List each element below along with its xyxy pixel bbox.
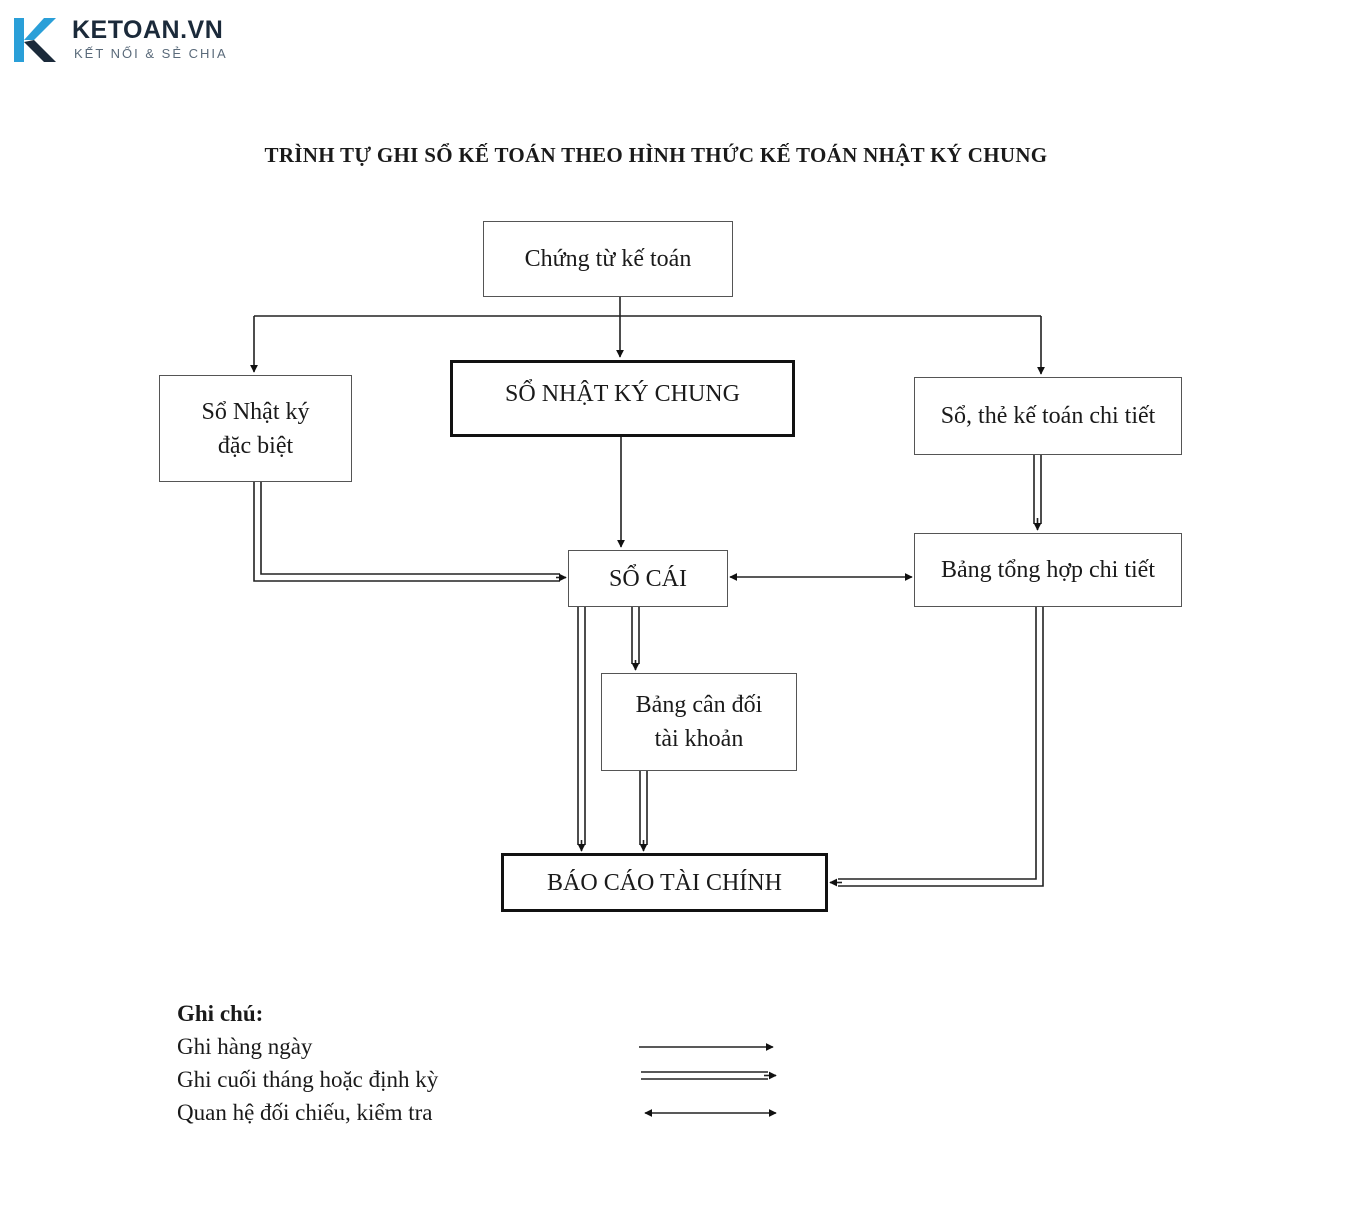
node-nkc-label: SỔ NHẬT KÝ CHUNG [505,381,740,407]
double-arrow-nkdb-to-so-cai-b [260,482,560,575]
node-so-the-chi-tiet: Sổ, thẻ kế toán chi tiết [914,377,1182,455]
node-tong-hop-label: Bảng tổng hợp chi tiết [941,557,1155,583]
node-nkdb-label-line2: đặc biệt [217,432,294,459]
node-so-cai: SỔ CÁI [568,550,728,607]
legend-heading: Ghi chú: [177,1001,264,1026]
node-bang-tong-hop-chi-tiet: Bảng tổng hợp chi tiết [914,533,1182,607]
node-cdtk-label-line2: tài khoản [654,726,744,752]
double-arrow-tonghop-bctc-b [838,607,1044,887]
node-nkdb-label-line1: Sổ Nhật ký [201,398,310,425]
k-logo-icon [14,18,56,62]
ketoan-logo: KETOAN.VN KẾT NỐI & SẺ CHIA [14,16,244,68]
node-chi-tiet-label: Sổ, thẻ kế toán chi tiết [940,403,1156,429]
node-cdtk-label-line1: Bảng cân đối [635,692,763,718]
logo-tagline: KẾT NỐI & SẺ CHIA [74,46,228,61]
node-bctc-label: BÁO CÁO TÀI CHÍNH [547,869,782,896]
node-so-nhat-ky-dac-biet: Sổ Nhật ký đặc biệt [159,375,352,482]
legend-item-reconcile: Quan hệ đối chiếu, kiểm tra [177,1100,433,1125]
logo-brand: KETOAN.VN [72,16,224,44]
double-arrow-tonghop-bctc-a [838,607,1037,880]
node-so-cai-label: SỔ CÁI [608,565,687,592]
legend-item-periodic: Ghi cuối tháng hoặc định kỳ [177,1067,439,1092]
node-chung-tu-ke-toan: Chứng từ kế toán [483,221,733,297]
double-arrow-nkdb-to-so-cai-a [253,482,560,582]
legend: Ghi chú: Ghi hàng ngày Ghi cuối tháng ho… [177,997,438,1129]
legend-item-daily: Ghi hàng ngày [177,1034,313,1059]
node-bang-can-doi-tai-khoan: Bảng cân đối tài khoản [601,673,797,771]
diagram-title: TRÌNH TỰ GHI SỔ KẾ TOÁN THEO HÌNH THỨC K… [264,143,1048,167]
node-so-nhat-ky-chung: SỔ NHẬT KÝ CHUNG [450,360,795,437]
node-chung-tu-label: Chứng từ kế toán [524,246,692,272]
node-bao-cao-tai-chinh: BÁO CÁO TÀI CHÍNH [501,853,828,912]
